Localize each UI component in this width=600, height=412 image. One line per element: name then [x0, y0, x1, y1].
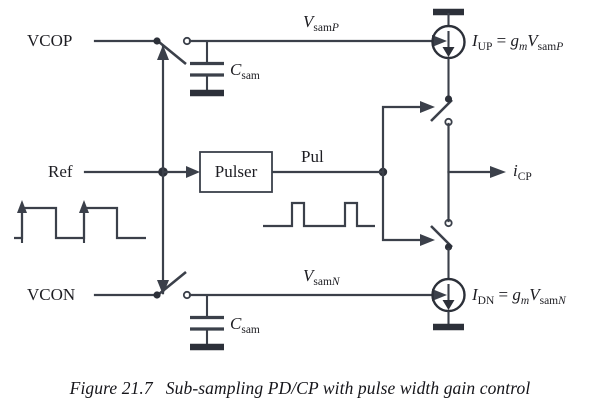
idn-inner-arrowhead: [442, 300, 455, 310]
switch-up-blade: [430, 99, 453, 122]
iup-inner-arrowhead: [442, 47, 455, 57]
label-vcon: VCON: [27, 285, 76, 304]
pul-waveform: [263, 201, 375, 228]
control-rail-arrow-down: [157, 280, 169, 295]
icp-subscript: CP: [517, 170, 532, 183]
vsamp-arrowhead: [432, 35, 447, 47]
control-rail-arrow-up: [157, 45, 169, 60]
switch-dn-branch[interactable]: [430, 218, 453, 251]
pul-branch-down: [381, 170, 429, 242]
caption-number: Figure 21.7: [69, 378, 153, 398]
iup-equals: =: [496, 31, 507, 50]
idn-lhs-symbol: I: [472, 285, 478, 304]
vsamn-symbol: V: [303, 266, 314, 285]
capacitor-bottom: [190, 295, 224, 351]
label-icp: iCP: [513, 161, 532, 183]
iup-v-symbol: V: [527, 31, 538, 50]
cap-bottom-symbol: C: [230, 314, 242, 333]
label-ref: Ref: [48, 162, 73, 181]
pul-branch-down-arrowhead: [420, 234, 435, 246]
label-idn-equation: IDN = gmVsamN: [472, 285, 566, 307]
iup-lhs-subscript: UP: [477, 40, 493, 53]
idn-v-sub-roman: sam: [539, 294, 559, 307]
vsamn-arrowhead: [432, 289, 447, 301]
label-iup-equation: IUP = gmVsamP: [472, 31, 564, 53]
iup-v-sub-roman: sam: [537, 40, 557, 53]
idn-v-symbol: V: [529, 285, 540, 304]
label-cap-top: Csam: [230, 60, 260, 82]
idn-gm-symbol: g: [512, 285, 521, 304]
label-vcop: VCOP: [27, 31, 73, 50]
pul-branch-up-arrowhead: [420, 101, 435, 113]
current-source-dn: [431, 248, 466, 331]
figure-caption: Figure 21.7 Sub-sampling PD/CP with pulse…: [0, 378, 600, 399]
label-pul: Pul: [301, 147, 324, 166]
switch-top-pivot-dot: [153, 37, 161, 45]
caption-text: Sub-sampling PD/CP with pulse width gain…: [165, 378, 531, 398]
switch-up-pivot-dot: [444, 95, 453, 103]
switch-top[interactable]: [153, 36, 192, 66]
iup-lhs-symbol: I: [472, 31, 478, 50]
idn-equals: =: [498, 285, 509, 304]
icp-arrowhead: [490, 166, 506, 178]
switch-bottom-pivot-dot: [153, 291, 161, 299]
idn-lhs-subscript: DN: [477, 294, 495, 307]
idn-gm-subscript: m: [520, 294, 530, 307]
pul-branch-up: [381, 105, 429, 174]
capacitor-top: [190, 41, 224, 97]
iup-gm-symbol: g: [510, 31, 519, 50]
vsamp-symbol: V: [303, 12, 314, 31]
pulser-input-arrowhead: [186, 166, 200, 178]
icp-symbol: i: [513, 161, 518, 180]
ref-rising-edge-marker-2: [79, 200, 89, 243]
cap-top-symbol: C: [230, 60, 242, 79]
cap-top-subscript: sam: [241, 69, 260, 82]
switch-bottom[interactable]: [153, 270, 192, 300]
vsamn-sub-italic: N: [331, 275, 340, 288]
switch-up-branch[interactable]: [430, 95, 453, 127]
label-cap-bottom: Csam: [230, 314, 260, 336]
label-vsamn: VsamN: [303, 266, 340, 288]
vsamp-sub-italic: P: [331, 21, 339, 34]
cap-bottom-subscript: sam: [241, 323, 260, 336]
vsamp-sub-roman: sam: [313, 21, 332, 34]
pulser-block[interactable]: [199, 151, 273, 193]
switch-bottom-blade: [158, 270, 187, 296]
iup-v-sub-italic: P: [556, 40, 564, 53]
idn-v-sub-italic: N: [558, 294, 566, 307]
current-source-up: [431, 8, 466, 99]
label-pulser: Pulser: [214, 162, 258, 181]
switch-dn-pivot-dot: [444, 243, 453, 251]
ref-rising-edge-marker-1: [17, 200, 27, 243]
label-vsamp: VsamP: [303, 12, 339, 34]
vsamn-sub-roman: sam: [313, 275, 332, 288]
switch-top-blade: [158, 40, 187, 66]
iup-gm-subscript: m: [518, 40, 528, 53]
